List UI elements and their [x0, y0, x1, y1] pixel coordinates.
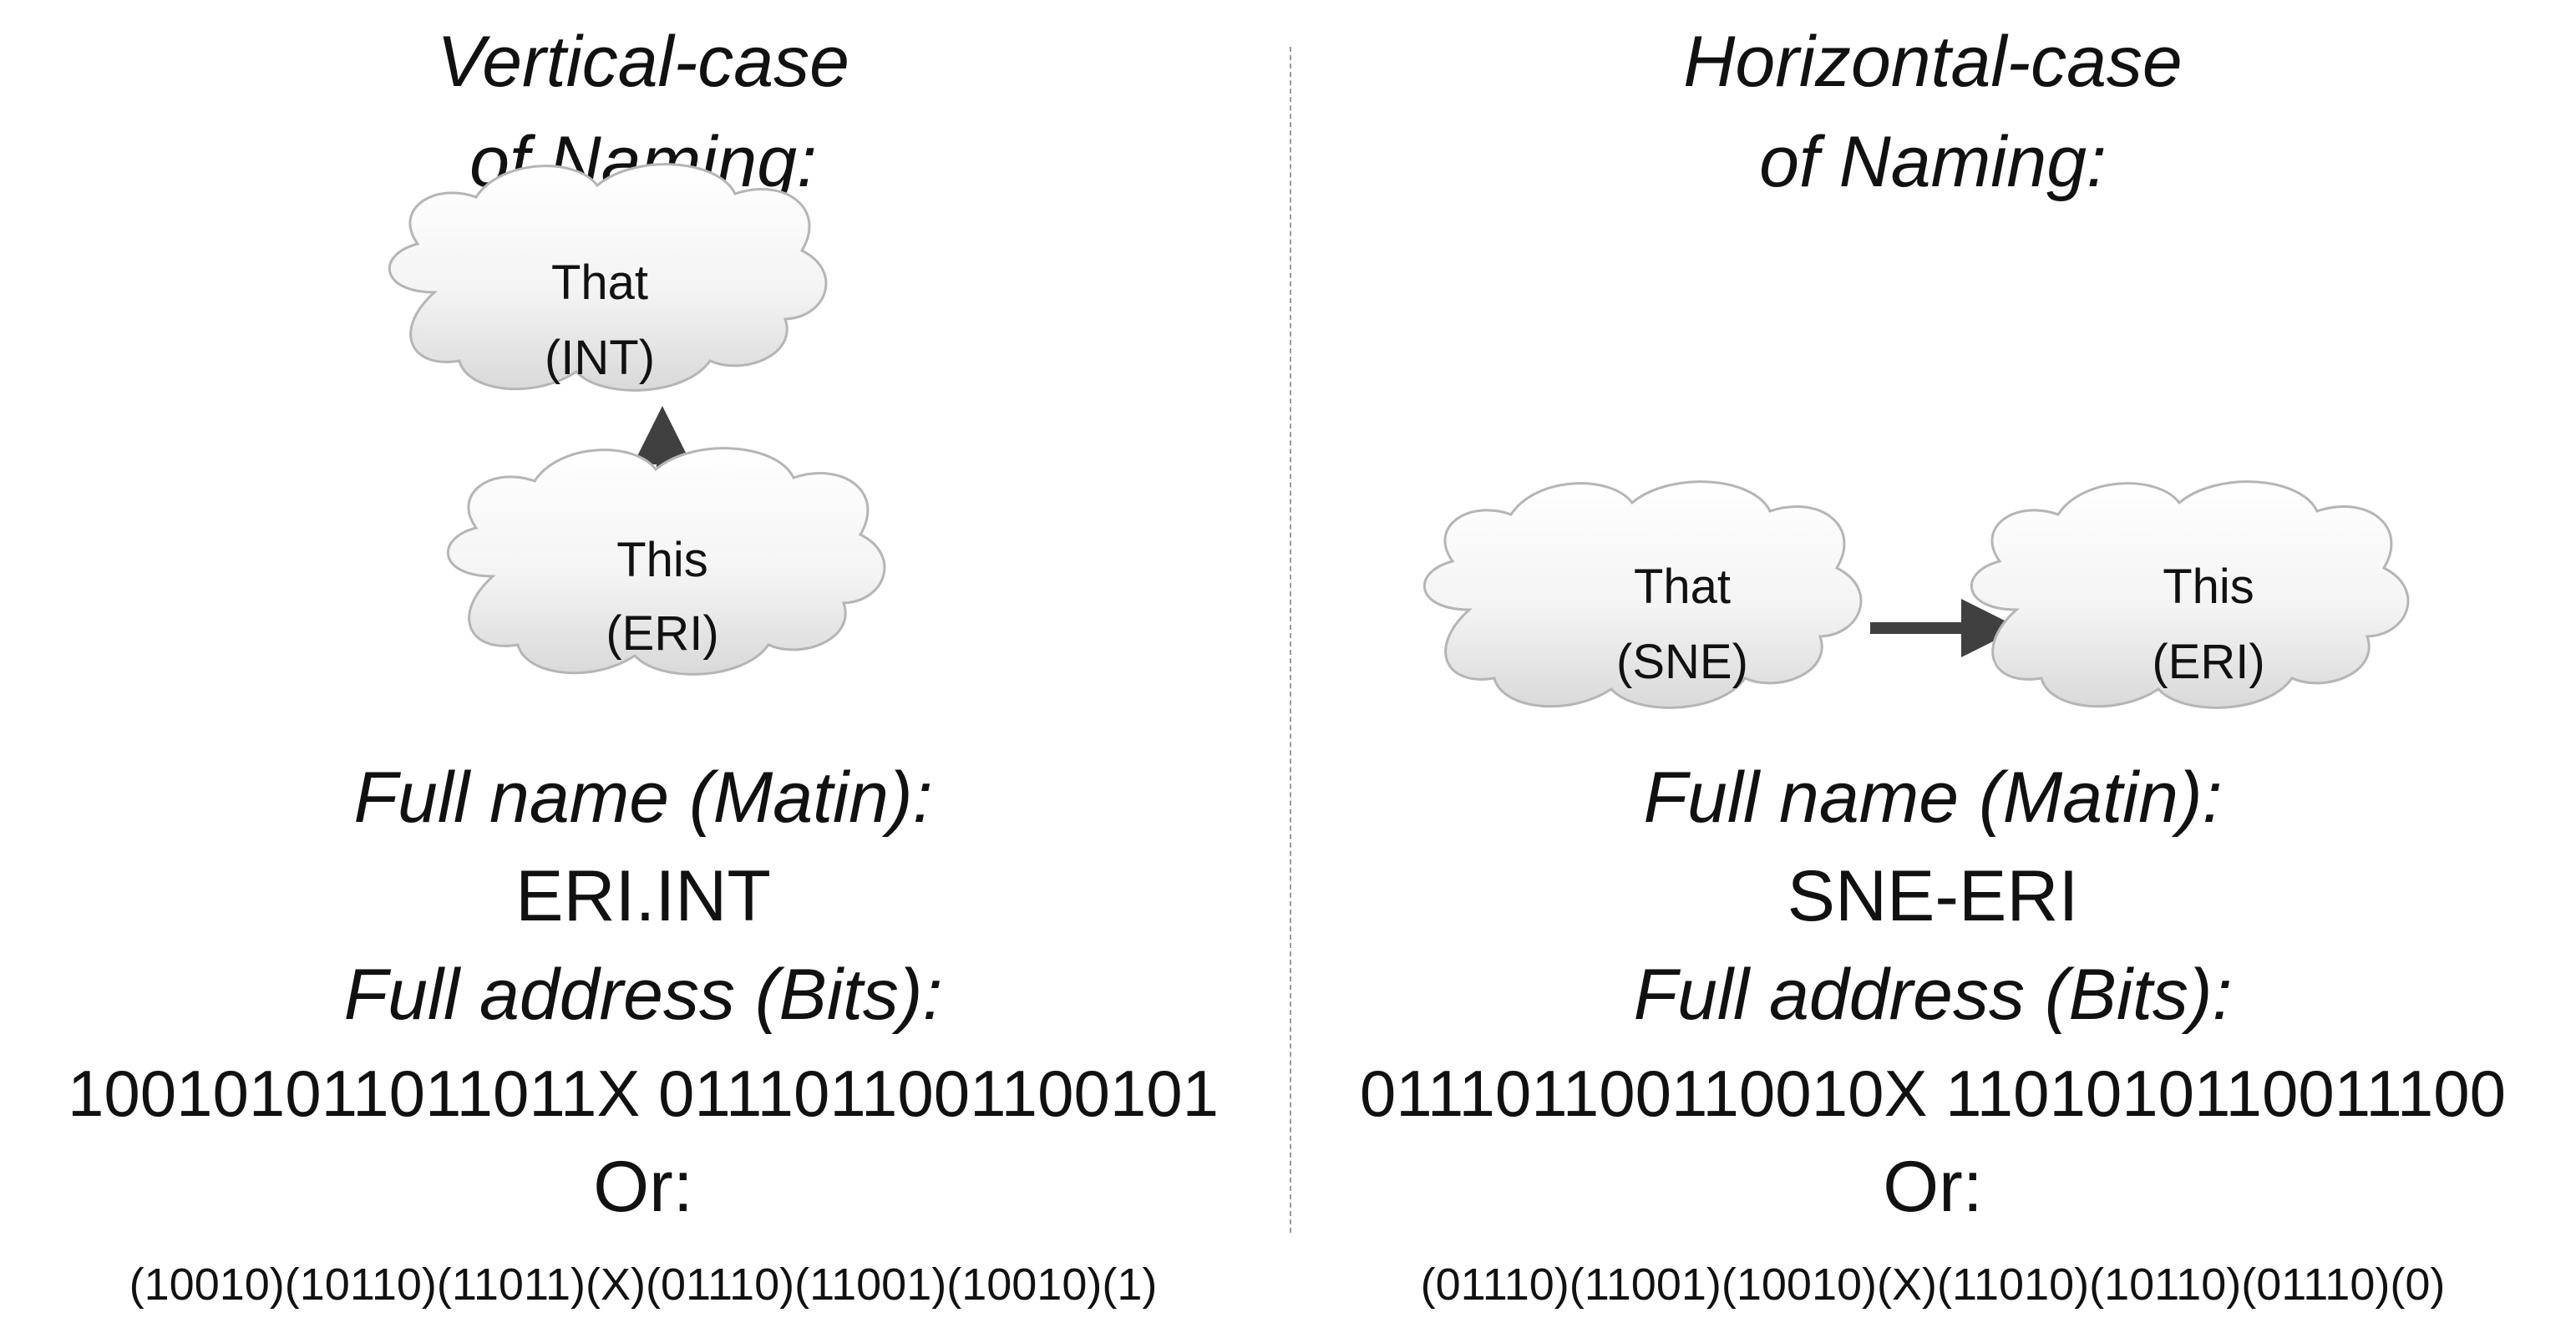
- horizontal-full-address-value: 011101100110010X 1101010110011100: [1359, 1057, 2507, 1130]
- vertical-full-name-label: Full name (Matin):: [353, 758, 933, 838]
- vertical-full-address-value: 100101011011011X 0111011001100101: [68, 1057, 1219, 1130]
- horizontal-or-label: Or:: [1883, 1147, 1983, 1227]
- node-that-label: That: [551, 256, 648, 310]
- node-int-label: (INT): [545, 331, 655, 385]
- horizontal-full-name-label: Full name (Matin):: [1643, 758, 2223, 838]
- node-eri-label: (ERI): [606, 606, 718, 661]
- horizontal-title-line2: of Naming:: [1759, 122, 2107, 202]
- horizontal-grouped-bits: (01110)(11001)(10010)(X)(11010)(10110)(0…: [1420, 1260, 2446, 1310]
- horizontal-full-name-value: SNE-ERI: [1787, 856, 2079, 936]
- node-eri-label-horizontal: (ERI): [2152, 635, 2264, 689]
- horizontal-title-line1: Horizontal-case: [1683, 22, 2183, 102]
- node-this-label-horizontal: This: [2163, 560, 2254, 614]
- cloud-that-sne: That (SNE): [1422, 480, 1863, 709]
- horizontal-case-panel: Horizontal-case of Naming: That (SNE) Th…: [1290, 0, 2576, 1323]
- vertical-full-name-value: ERI.INT: [515, 856, 771, 936]
- vertical-full-address-label: Full address (Bits):: [343, 955, 943, 1035]
- node-sne-label: (SNE): [1616, 635, 1748, 689]
- horizontal-naming-diagram: That (SNE) This (ERI): [1422, 480, 2410, 709]
- vertical-grouped-bits: (10010)(10110)(11011)(X)(01110)(11001)(1…: [129, 1260, 1158, 1310]
- cloud-this-eri-vertical: This (ERI): [446, 447, 886, 676]
- vertical-naming-diagram: That (INT) This (ERI): [388, 163, 886, 676]
- vertical-or-label: Or:: [593, 1147, 693, 1227]
- vertical-case-panel: Vertical-case of Naming: That (INT) This…: [0, 0, 1286, 1323]
- node-that-label-horizontal: That: [1634, 560, 1731, 614]
- cloud-this-eri-horizontal: This (ERI): [1970, 480, 2410, 709]
- center-divider: [1290, 47, 1291, 1233]
- node-this-label: This: [616, 533, 708, 587]
- horizontal-full-address-label: Full address (Bits):: [1633, 955, 2233, 1035]
- vertical-title-line1: Vertical-case: [437, 22, 849, 102]
- cloud-that-int: That (INT): [388, 163, 828, 392]
